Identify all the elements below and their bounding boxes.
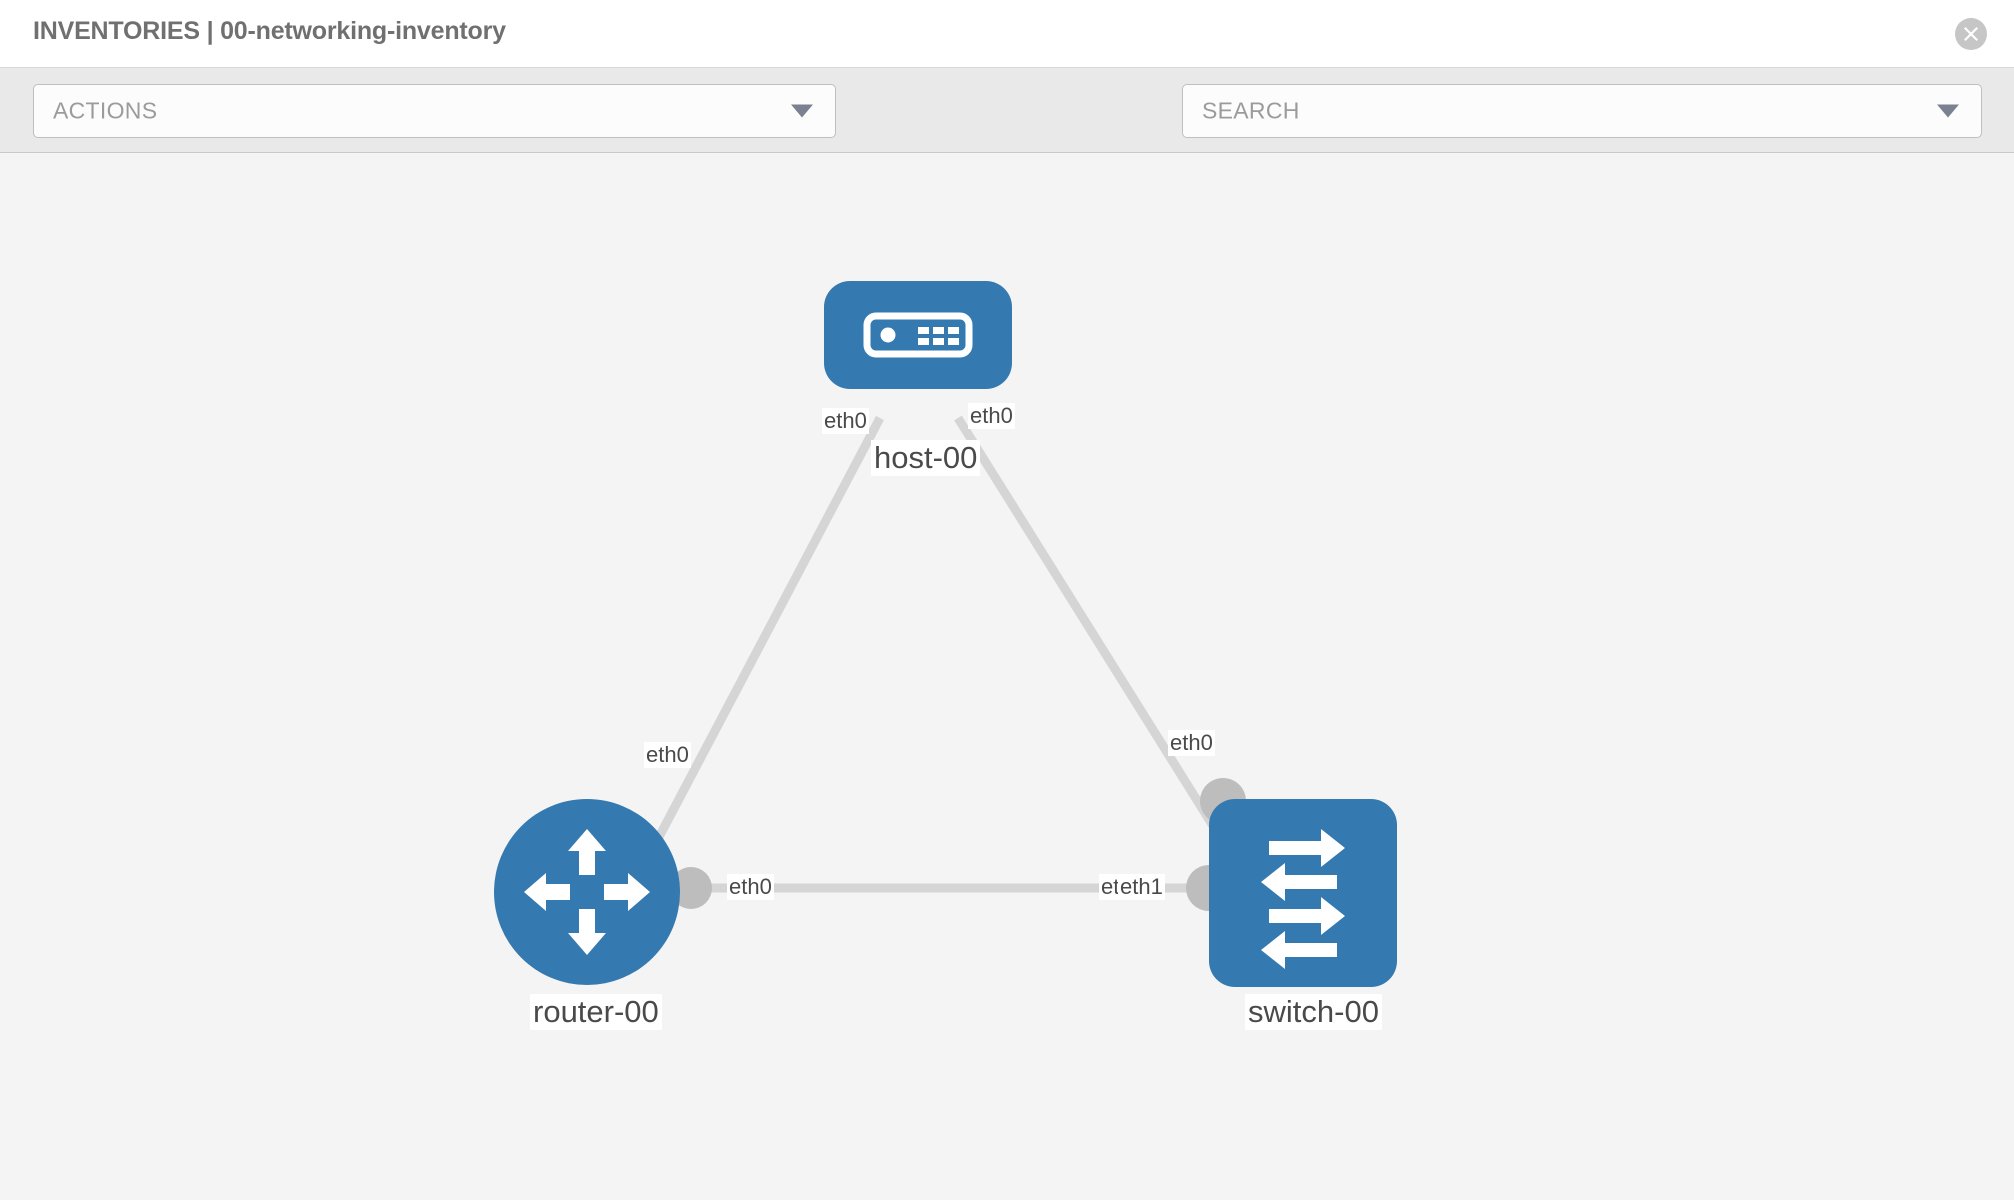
node-label-host-00: host-00 bbox=[871, 440, 981, 476]
page-header: INVENTORIES | 00-networking-inventory bbox=[0, 0, 2014, 68]
search-placeholder: SEARCH bbox=[1202, 97, 1300, 124]
edge-label-router-up-eth0: eth0 bbox=[644, 742, 691, 768]
server-icon bbox=[863, 312, 973, 358]
edge-label-host-left-eth0: eth0 bbox=[822, 408, 869, 434]
node-host-00[interactable] bbox=[824, 281, 1012, 389]
search-input[interactable]: SEARCH bbox=[1182, 84, 1982, 138]
edge-label-host-right-eth0: eth0 bbox=[968, 403, 1015, 429]
node-label-switch-00: switch-00 bbox=[1245, 994, 1382, 1030]
router-arrows-icon bbox=[524, 829, 650, 955]
page-title: INVENTORIES | 00-networking-inventory bbox=[33, 17, 506, 45]
close-icon[interactable] bbox=[1955, 18, 1987, 50]
actions-dropdown-label: ACTIONS bbox=[53, 97, 158, 124]
chevron-down-icon bbox=[1937, 104, 1959, 118]
topology-toolbar: ACTIONS SEARCH bbox=[0, 68, 2014, 199]
switch-arrows-icon bbox=[1261, 829, 1345, 969]
edge-label-switch-up-eth0: eth0 bbox=[1168, 730, 1215, 756]
edge-label-router-right-eth0: eth0 bbox=[727, 874, 774, 900]
node-switch-00[interactable] bbox=[1209, 799, 1397, 987]
actions-dropdown[interactable]: ACTIONS bbox=[33, 84, 836, 138]
chevron-down-icon bbox=[791, 104, 813, 118]
edge-label-switch-left-eth1: eth1 bbox=[1118, 874, 1165, 900]
topology-canvas[interactable]: eth0 eth0 eth0 eth0 eth0 eth0 eth1 host-… bbox=[0, 153, 2014, 1200]
node-label-router-00: router-00 bbox=[530, 994, 662, 1030]
node-router-00[interactable] bbox=[494, 799, 680, 985]
